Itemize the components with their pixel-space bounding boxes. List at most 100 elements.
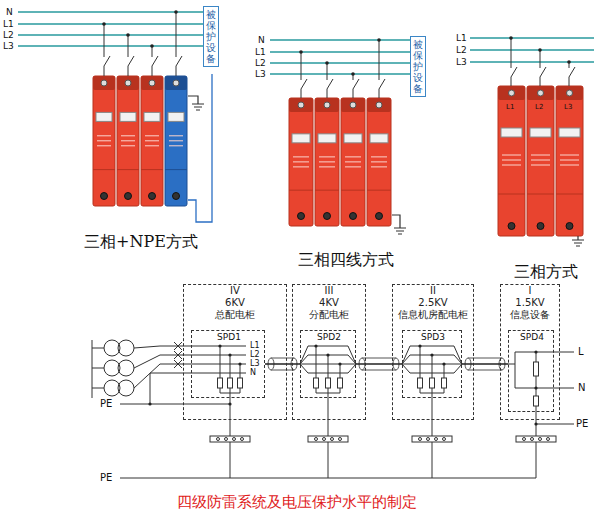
art-rect — [168, 112, 184, 121]
art-line — [345, 166, 361, 167]
terminal-label: L1 — [255, 48, 266, 57]
art-path — [92, 340, 104, 398]
art-line — [341, 190, 365, 191]
art-circle — [351, 72, 355, 76]
art-rect — [308, 436, 348, 442]
art-rect — [534, 396, 539, 406]
art-circle — [149, 80, 155, 86]
art-path — [176, 12, 182, 76]
art-line — [97, 145, 111, 146]
art-path — [508, 352, 574, 388]
art-rect — [527, 86, 554, 236]
terminal-label: L3 — [564, 104, 572, 111]
art-line — [371, 161, 387, 162]
art-line — [319, 161, 335, 162]
art-rect — [210, 436, 250, 442]
art-circle — [350, 102, 356, 108]
art-rect — [430, 378, 435, 388]
terminal-label: L1 — [456, 34, 467, 43]
scheme-title: 三相+NPE方式 — [84, 232, 198, 251]
terminal-label: N — [258, 36, 265, 45]
art-path — [188, 96, 204, 110]
art-path — [128, 35, 134, 76]
art-rect — [341, 98, 365, 112]
art-circle — [418, 344, 421, 347]
art-rect — [314, 378, 319, 388]
art-rect — [534, 362, 539, 376]
art-circle — [298, 102, 304, 108]
art-path — [511, 38, 517, 86]
spd-box: SPD2 — [300, 330, 356, 398]
art-circle — [149, 193, 156, 200]
art-circle — [173, 193, 180, 200]
art-line — [531, 155, 550, 156]
junction-dots — [102, 10, 571, 76]
art-circle — [228, 353, 231, 356]
art-rect — [165, 76, 187, 206]
caption: 四级防雷系统及电压保护水平的制定 — [0, 493, 594, 511]
art-circle — [173, 80, 179, 86]
node-label: 信息机房配电柜 — [393, 309, 473, 321]
art-rect — [289, 98, 313, 112]
art-circle — [534, 386, 537, 389]
art-line — [169, 145, 183, 146]
art-circle — [377, 38, 381, 42]
art-path — [174, 342, 182, 368]
device-box: 被保护设备 — [410, 36, 426, 97]
node-label: SPD2 — [301, 331, 355, 343]
art-path — [316, 346, 340, 436]
art-line — [165, 169, 187, 170]
art-circle — [102, 22, 106, 26]
art-circle — [326, 353, 329, 356]
node-label: III — [293, 285, 365, 297]
art-circle — [325, 61, 329, 65]
art-line — [367, 190, 391, 191]
art-path — [134, 346, 246, 404]
art-circle — [509, 90, 515, 96]
terminal-label: L1 — [250, 342, 260, 350]
art-rect — [418, 378, 423, 388]
terminal-label: L3 — [255, 70, 266, 79]
art-circle — [376, 102, 382, 108]
art-circle — [430, 353, 433, 356]
terminal-label: L2 — [456, 46, 467, 55]
art-path — [392, 215, 406, 234]
art-line — [293, 156, 309, 157]
art-rect — [93, 76, 115, 206]
terminal-label: L2 — [535, 104, 543, 111]
art-line — [97, 140, 111, 141]
art-circle — [225, 438, 228, 441]
art-circle — [331, 438, 334, 441]
art-line — [289, 190, 313, 191]
node-label: 6KV — [184, 297, 286, 309]
art-line — [560, 165, 579, 166]
art-circle — [376, 213, 383, 220]
spd-box: SPD3 — [402, 330, 462, 398]
art-circle — [150, 44, 154, 48]
distribution-zone: IV6KV总配电柜SPD1 — [183, 284, 287, 420]
art-circle — [508, 223, 515, 230]
art-rect — [559, 128, 580, 137]
art-circle — [537, 223, 544, 230]
art-path — [120, 404, 230, 405]
art-circle — [435, 438, 438, 441]
spd-box: SPD4 — [508, 330, 554, 412]
art-circle — [101, 80, 107, 86]
art-rect — [344, 134, 362, 143]
art-rect — [370, 134, 388, 143]
art-circle — [118, 360, 134, 376]
art-rect — [501, 128, 522, 137]
cable — [265, 363, 300, 364]
art-circle — [534, 422, 537, 425]
terminal-label: L1 — [3, 20, 14, 29]
art-line — [560, 160, 579, 161]
node-label: II — [393, 285, 473, 297]
art-circle — [509, 36, 513, 40]
art-line — [319, 166, 335, 167]
wire-dots — [148, 344, 537, 425]
art-rect — [315, 98, 339, 112]
device-box: 被保护设备 — [203, 6, 219, 67]
art-rect — [527, 86, 554, 100]
art-circle — [118, 380, 134, 396]
